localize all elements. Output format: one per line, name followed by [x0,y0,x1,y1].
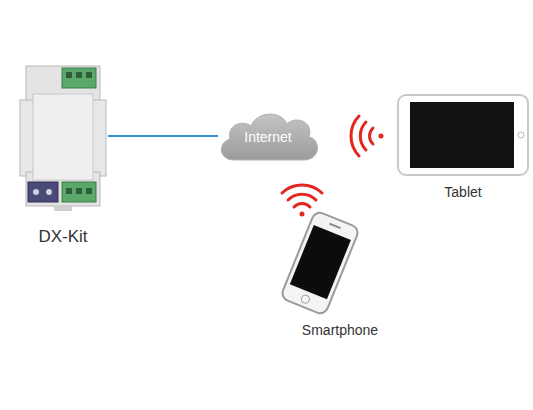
device-panel [33,94,93,180]
terminal-screw [46,189,52,195]
wifi-arc [282,185,322,193]
wifi-signal [282,185,322,217]
wifi-arc [294,204,310,207]
cloud-label: Internet [194,129,342,145]
terminal-block [28,182,58,202]
home-button [518,132,524,138]
smartphone-node: Smartphone [280,208,400,342]
wifi-dot [379,134,384,139]
phone-screen [290,225,351,299]
device-label: Smartphone [260,322,420,338]
terminal-block [62,68,96,88]
cloud-node: Internet [214,108,322,164]
terminal-screw [76,188,82,194]
wifi-signal [351,116,383,156]
phone-speaker [329,223,341,229]
din-clip [54,206,72,211]
wifi-dot [300,212,305,217]
network-cable [108,135,218,137]
home-button [300,294,310,304]
wifi-arc [288,194,316,200]
device-label: Tablet [376,184,533,200]
terminal-screw [86,188,92,194]
wifi-arc [351,116,359,156]
tablet-device [396,93,530,177]
device-label: DX-Kit [0,227,128,247]
terminal-screw [66,72,72,78]
terminal-screw [33,189,39,195]
controller-device [18,62,108,212]
phone-body [280,210,360,315]
wifi-arc [370,128,373,144]
smartphone-device [280,208,400,318]
tablet-screen [410,102,514,168]
terminal-screw [86,72,92,78]
terminal-block [62,182,96,202]
tablet-frame [398,95,528,175]
wifi-arc [360,122,366,150]
controller-node: DX-Kit [18,62,108,252]
terminal-screw [76,72,82,78]
terminal-screw [66,188,72,194]
tablet-node: Tablet [396,93,530,203]
